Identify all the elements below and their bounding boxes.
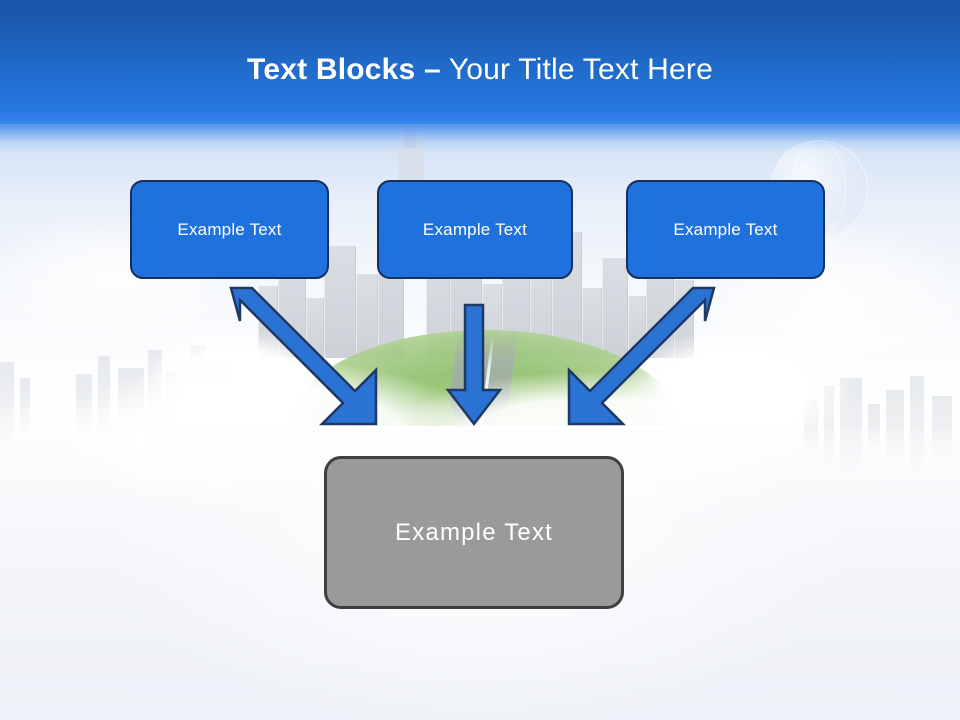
title-banner [0,0,960,124]
result-text-block-label: Example Text [394,518,554,546]
result-text-block[interactable]: Example Text [324,456,624,609]
page-title: Text Blocks – Your Title Text Here [0,52,960,88]
arrow-left [229,286,378,426]
city-skyline-right [800,375,960,485]
text-block-3[interactable]: Example Text [626,180,825,279]
page-title-regular: Your Title Text Here [440,53,713,86]
cloud [620,330,850,450]
road-center-line [480,334,495,426]
text-block-3-label: Example Text [673,219,778,239]
city-skyline-left [0,345,270,470]
page-title-bold: Text Blocks – [247,53,441,86]
text-block-2[interactable]: Example Text [377,180,573,279]
arrow-middle [445,303,503,427]
text-block-1[interactable]: Example Text [130,180,329,279]
title-banner-fade [0,112,960,152]
cloud [140,330,340,440]
arrow-right [567,286,716,426]
text-block-1-label: Example Text [177,219,282,239]
green-hill [290,330,680,426]
text-block-2-label: Example Text [422,219,528,239]
road [446,330,518,426]
